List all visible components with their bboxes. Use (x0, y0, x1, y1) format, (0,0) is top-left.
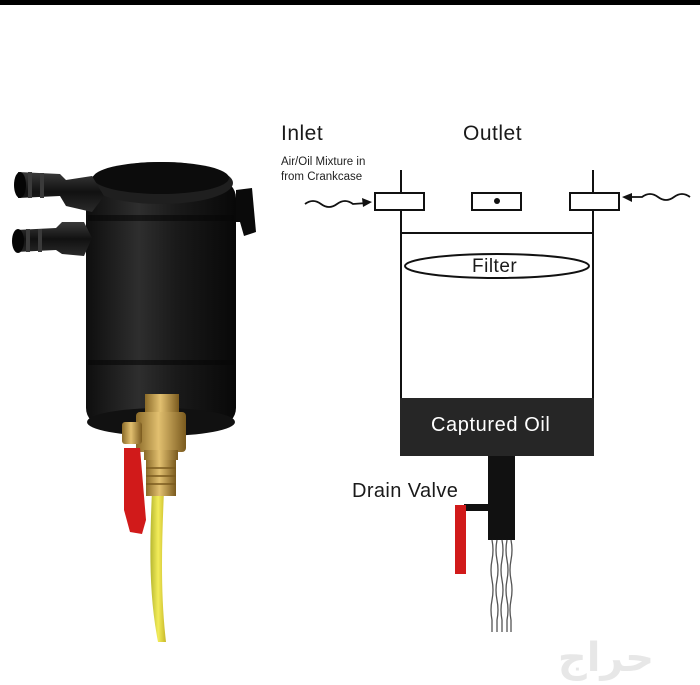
drain-valve-label: Drain Valve (352, 480, 459, 502)
mount-bracket (236, 188, 256, 236)
right-inlet-flow-arrow (628, 193, 691, 201)
second-inlet-port (569, 192, 620, 211)
drain-pipe (488, 456, 515, 540)
drain-valve-lever (464, 504, 489, 511)
hose-fitting-top (14, 172, 104, 212)
brass-drain-valve (122, 394, 186, 534)
outlet-label: Outlet (463, 122, 523, 145)
mixture-note-line2: from Crankcase (281, 171, 363, 183)
haraj-watermark: حراج (557, 636, 655, 680)
inlet-port (374, 192, 425, 211)
filter-label: Filter (472, 256, 518, 277)
captured-oil-band (400, 398, 594, 456)
inlet-flow-arrow (304, 200, 368, 208)
drain-valve-handle (455, 505, 466, 574)
filter-element (404, 253, 590, 279)
mixture-note-line1: Air/Oil Mixture in (281, 156, 366, 168)
inlet-label: Inlet (281, 122, 324, 145)
schematic-diagram (304, 170, 691, 632)
mixture-note: Air/Oil Mixture in from Crankcase (281, 155, 365, 185)
oil-stream (150, 490, 166, 642)
hose-fitting-bottom (12, 222, 92, 256)
dripping-oil (490, 539, 513, 632)
captured-oil-label: Captured Oil (431, 414, 551, 436)
top-border (0, 0, 700, 5)
valve-handle (124, 448, 146, 534)
catch-can-photo (12, 162, 256, 642)
